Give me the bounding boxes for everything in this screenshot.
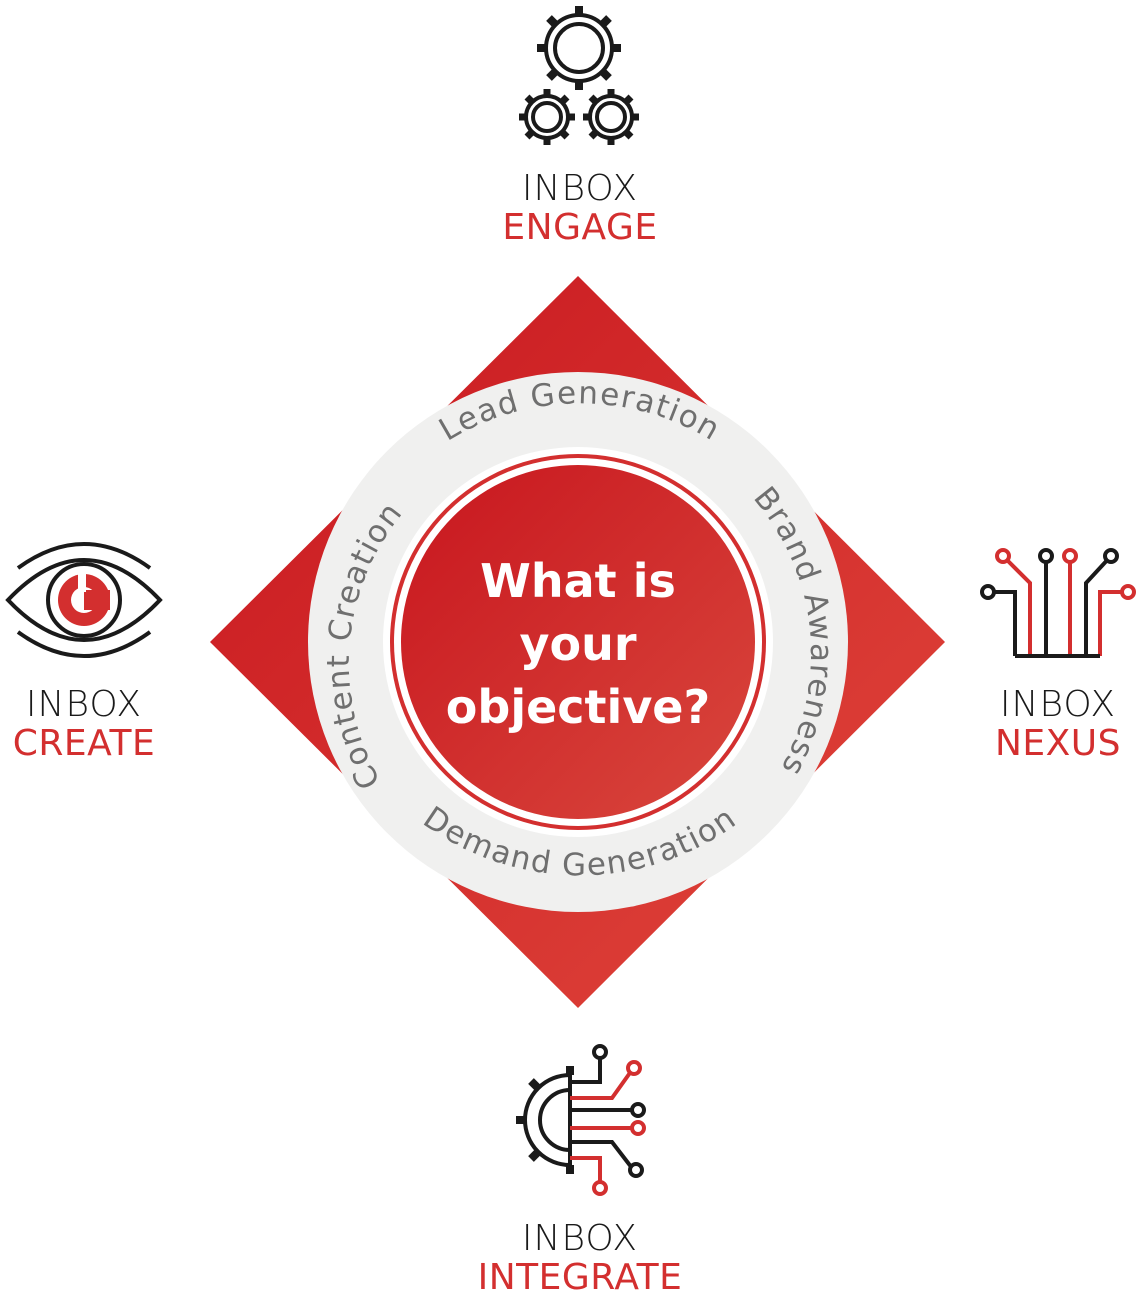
nexus-label-line2: NEXUS <box>994 722 1122 764</box>
integrate-label-line2: INTEGRATE <box>477 1256 683 1298</box>
center-circle <box>401 465 755 819</box>
gear-circuit-icon <box>516 1044 646 1196</box>
gears-icon <box>519 6 639 145</box>
center-question-line3: objective? <box>446 680 710 734</box>
integrate-label: INBOX INTEGRATE <box>460 1218 700 1298</box>
circuit-icon <box>980 548 1136 658</box>
nexus-label-line1: INBOX <box>999 684 1117 725</box>
engage-label-line2: ENGAGE <box>502 206 658 248</box>
integrate-label-line1: INBOX <box>521 1218 639 1259</box>
create-label-line1: INBOX <box>25 684 143 725</box>
engage-label-line1: INBOX <box>521 168 639 209</box>
create-label: INBOX CREATE <box>0 684 168 764</box>
eye-icon <box>5 542 163 658</box>
center-question-line1: What is <box>480 554 676 608</box>
nexus-label: INBOX NEXUS <box>980 684 1136 764</box>
create-label-line2: CREATE <box>12 722 156 764</box>
center-question-line2: your <box>519 617 636 671</box>
engage-label: INBOX ENGAGE <box>480 168 680 248</box>
